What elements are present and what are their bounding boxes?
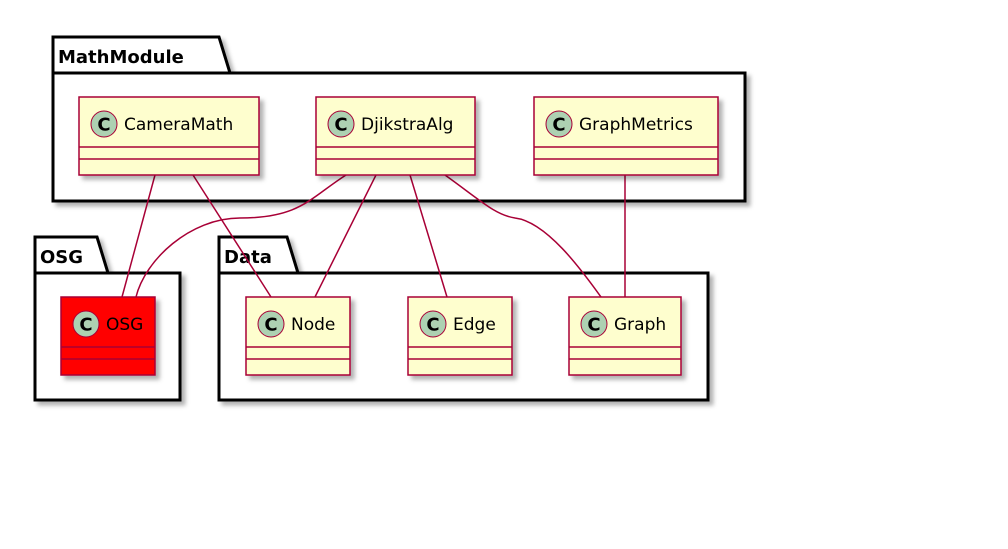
class-name-node: Node [291, 315, 335, 335]
relation-djikstraalg-node [314, 174, 377, 298]
class-djikstraalg: C DjikstraAlg [315, 96, 476, 176]
class-name-graph: Graph [614, 315, 666, 335]
relation-cameramath-node [192, 174, 272, 298]
class-badge-icon: C [97, 115, 110, 136]
class-name-edge: Edge [453, 315, 496, 335]
class-node: C Node [245, 296, 351, 376]
class-badge-icon: C [587, 315, 600, 336]
class-osg: C OSG [60, 296, 156, 376]
class-name-djikstraalg: DjikstraAlg [361, 115, 453, 135]
class-badge-icon: C [426, 315, 439, 336]
class-badge-icon: C [552, 115, 565, 136]
class-badge-icon: C [334, 115, 347, 136]
class-name-graphmetrics: GraphMetrics [579, 115, 693, 135]
class-graph: C Graph [568, 296, 682, 376]
relation-djikstraalg-osg [135, 174, 347, 298]
relation-djikstraalg-graph [444, 174, 602, 298]
class-cameramath: C CameraMath [78, 96, 260, 176]
package-title-mathmodule: MathModule [58, 47, 184, 68]
class-badge-icon: C [264, 315, 277, 336]
relations [121, 174, 626, 298]
relation-djikstraalg-edge [409, 174, 448, 298]
class-edge: C Edge [407, 296, 513, 376]
class-name-osg: OSG [106, 315, 143, 335]
relation-cameramath-osg [121, 174, 156, 298]
class-name-cameramath: CameraMath [124, 115, 233, 135]
class-badge-icon: C [79, 315, 92, 336]
package-title-osg: OSG [40, 247, 83, 268]
class-graphmetrics: C GraphMetrics [533, 96, 719, 176]
package-title-data: Data [224, 247, 272, 268]
